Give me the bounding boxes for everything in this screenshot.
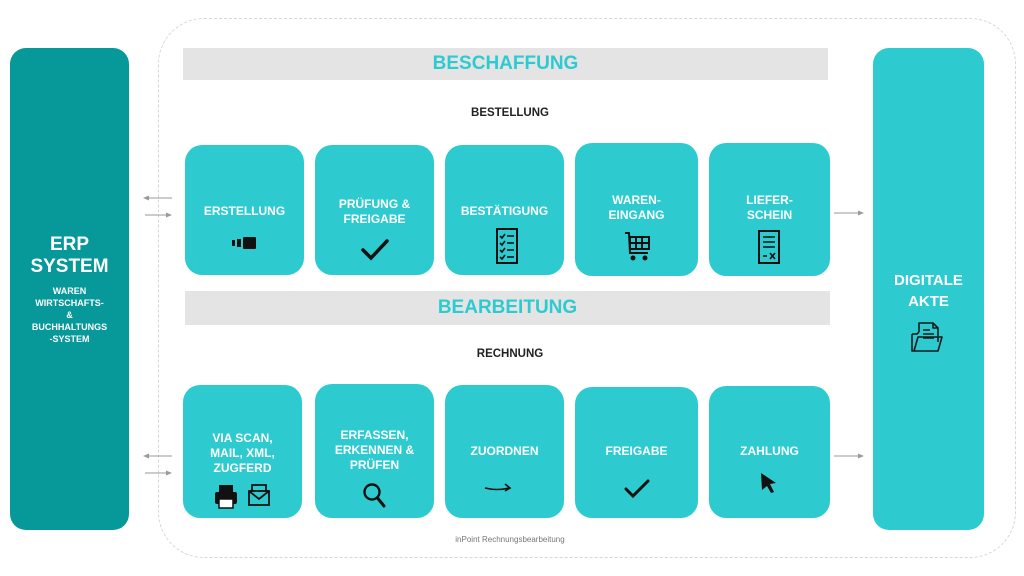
checklist-icon xyxy=(496,228,518,264)
step-label: LIEFER- SCHEIN xyxy=(746,193,793,222)
rechnung-subheader: RECHNUNG xyxy=(476,348,544,360)
step-wareneingang: WAREN- EINGANG xyxy=(575,143,698,276)
step-label: ZAHLUNG xyxy=(740,444,799,458)
step-freigabe: FREIGABE xyxy=(575,387,698,518)
akte-title: DIGITALE AKTE xyxy=(894,272,963,310)
printer-mail-icon xyxy=(215,484,270,509)
cursor-icon xyxy=(761,473,776,493)
step-erfassen: ERFASSEN, ERKENNEN & PRÜFEN xyxy=(315,384,434,518)
step-label: PRÜFUNG & FREIGABE xyxy=(338,197,411,226)
step-erstellung: ERSTELLUNG xyxy=(185,145,304,275)
checkmark-icon xyxy=(624,479,650,499)
step-label: ZUORDNEN xyxy=(470,444,539,458)
step-label: BESTÄTIGUNG xyxy=(460,204,549,218)
erp-system-panel: ERP SYSTEM WAREN WIRTSCHAFTS- & BUCHHALT… xyxy=(10,48,129,530)
step-pruefung-freigabe: PRÜFUNG & FREIGABE xyxy=(315,145,434,275)
step-label: VIA SCAN, MAIL, XML, ZUGFERD xyxy=(210,431,275,475)
digitale-akte-panel: DIGITALE AKTE xyxy=(873,48,984,530)
process-frame xyxy=(158,18,1016,558)
toggle-switch-icon xyxy=(232,237,256,249)
step-label: ERSTELLUNG xyxy=(203,204,286,218)
arrow-to-erp-bottom xyxy=(143,453,172,459)
step-zahlung: ZAHLUNG xyxy=(709,386,830,518)
receipt-icon xyxy=(758,230,780,264)
step-via-scan: VIA SCAN, MAIL, XML, ZUGFERD xyxy=(183,385,302,518)
erp-subtitle: WAREN WIRTSCHAFTS- & BUCHHALTUNGS -SYSTE… xyxy=(31,286,108,344)
arrow-from-erp-top xyxy=(145,212,172,218)
shopping-cart-icon xyxy=(625,232,650,261)
bestellung-subheader: BESTELLUNG xyxy=(471,107,549,119)
step-label: ERFASSEN, ERKENNEN & PRÜFEN xyxy=(334,428,415,472)
bearbeitung-header: BEARBEITUNG xyxy=(185,291,830,325)
step-label: WAREN- EINGANG xyxy=(608,193,665,222)
arrow-right-icon xyxy=(484,483,512,492)
arrow-from-erp-bottom xyxy=(145,470,172,476)
step-zuordnen: ZUORDNEN xyxy=(445,385,564,518)
arrow-to-akte-bottom xyxy=(834,453,864,459)
beschaffung-header: BESCHAFFUNG xyxy=(183,48,828,80)
erp-title-text: ERP SYSTEM xyxy=(30,234,109,277)
erp-title: ERP SYSTEM xyxy=(10,234,129,278)
checkmark-icon xyxy=(361,239,389,261)
magnifier-icon xyxy=(363,483,386,508)
step-lieferschein: LIEFER- SCHEIN xyxy=(709,143,830,276)
step-label: FREIGABE xyxy=(605,444,668,458)
step-bestaetigung: BESTÄTIGUNG xyxy=(445,145,564,275)
folder-documents-icon xyxy=(911,322,943,352)
arrow-to-akte-top xyxy=(834,210,864,216)
footnote: inPoint Rechnungsbearbeitung xyxy=(455,535,565,544)
arrow-to-erp-top xyxy=(143,195,172,201)
